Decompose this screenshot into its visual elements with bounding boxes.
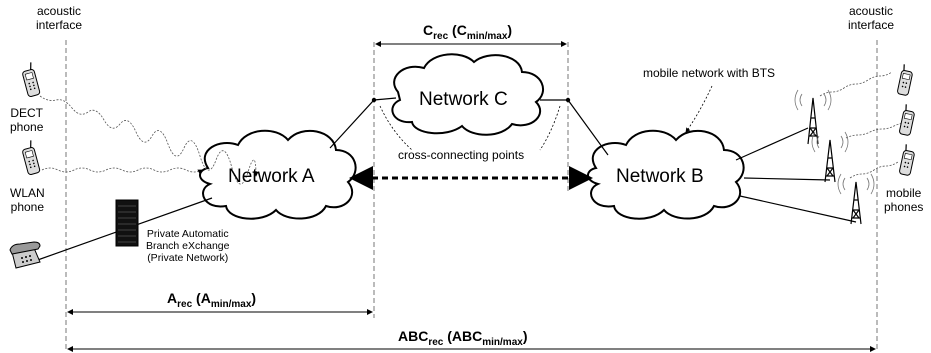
measure-c-open: (C bbox=[448, 22, 467, 38]
acoustic-right-line-2: interface bbox=[848, 18, 895, 32]
cross-connect-point-left bbox=[371, 97, 377, 103]
wireless-link-mobile-3 bbox=[849, 161, 899, 179]
link-b-to-tower-1 bbox=[735, 127, 809, 161]
measure-abc-sub: rec bbox=[428, 336, 444, 348]
wireless-link-dect bbox=[39, 95, 259, 185]
wlan-line-2: phone bbox=[10, 200, 45, 214]
measure-a-main: A bbox=[167, 290, 178, 306]
wireless-link-mobile-1 bbox=[819, 71, 893, 97]
wlan-phone-label: WLAN phone bbox=[10, 186, 45, 214]
measure-a-close: ) bbox=[251, 290, 257, 306]
pbx-label: Private Automatic Branch eXchange (Priva… bbox=[146, 228, 229, 264]
mobile-phone-icon-1 bbox=[897, 64, 913, 96]
mobile-line-2: phones bbox=[884, 200, 924, 214]
desk-phone-icon bbox=[9, 241, 41, 269]
measure-c-sub2: min/max bbox=[466, 30, 508, 42]
measure-a-open: (A bbox=[192, 290, 211, 306]
network-c-label: Network C bbox=[419, 89, 508, 110]
wlan-line-1: WLAN bbox=[10, 186, 45, 200]
measure-c-sub: rec bbox=[433, 30, 449, 42]
measure-abc-open: (ABC bbox=[443, 328, 483, 344]
cross-connect-pointer-left bbox=[379, 105, 413, 151]
link-network-a-to-c bbox=[329, 97, 397, 149]
network-b-cloud bbox=[587, 129, 745, 220]
wireless-link-wlan bbox=[41, 167, 203, 174]
link-b-to-tower-2 bbox=[743, 177, 831, 181]
measure-abc-main: ABC bbox=[398, 328, 429, 344]
measure-a-label: Arec (Amin/max) bbox=[167, 290, 256, 310]
measure-abc-sub2: min/max bbox=[482, 336, 523, 348]
bts-tower-icon-3 bbox=[837, 173, 875, 225]
dect-line-1: DECT bbox=[10, 106, 44, 120]
mobile-phone-icon-2 bbox=[899, 104, 915, 136]
measure-abc-label: ABCrec (ABCmin/max) bbox=[398, 328, 528, 348]
network-a-cloud bbox=[199, 129, 357, 220]
measure-a-sub2: min/max bbox=[210, 298, 252, 310]
mobile-phones-label: mobile phones bbox=[884, 186, 923, 214]
wlan-phone-icon bbox=[22, 140, 41, 175]
network-b-label: Network B bbox=[616, 166, 704, 187]
dect-line-2: phone bbox=[10, 120, 44, 134]
pbx-cabinet-icon bbox=[115, 199, 139, 247]
measure-abc-close: ) bbox=[522, 328, 528, 344]
mobile-line-1: mobile bbox=[886, 186, 922, 200]
bts-tower-icon-2 bbox=[811, 131, 849, 183]
acoustic-interface-label-left: acoustic interface bbox=[36, 4, 82, 32]
mobile-phone-icon-3 bbox=[899, 144, 915, 176]
wireless-link-mobile-2 bbox=[845, 122, 907, 139]
acoustic-right-line-1: acoustic bbox=[849, 4, 894, 18]
acoustic-left-line-1: acoustic bbox=[37, 4, 82, 18]
link-network-c-to-b bbox=[540, 99, 609, 156]
acoustic-left-line-2: interface bbox=[36, 18, 83, 32]
cross-connecting-points-label: cross-connecting points bbox=[398, 148, 525, 162]
mobile-network-label: mobile network with BTS bbox=[643, 66, 776, 80]
link-b-to-tower-3 bbox=[739, 195, 857, 223]
cross-connect-pointer-right bbox=[539, 105, 561, 151]
measure-c-close: ) bbox=[507, 22, 513, 38]
pbx-line-3: (Private Network) bbox=[147, 252, 229, 264]
measure-c-main: C bbox=[423, 22, 434, 38]
dect-phone-label: DECT phone bbox=[10, 106, 43, 134]
pbx-line-1: Private Automatic bbox=[146, 228, 229, 240]
mobile-network-pointer bbox=[685, 85, 713, 133]
measure-c-label: Crec (Cmin/max) bbox=[423, 22, 512, 42]
network-c-cloud bbox=[391, 53, 544, 136]
network-a-label: Network A bbox=[228, 166, 315, 187]
pbx-line-2: Branch eXchange bbox=[146, 240, 230, 252]
cross-connect-point-right bbox=[565, 97, 571, 103]
dect-phone-icon bbox=[22, 62, 41, 97]
acoustic-interface-label-right: acoustic interface bbox=[848, 4, 894, 32]
measure-a-sub: rec bbox=[177, 298, 193, 310]
